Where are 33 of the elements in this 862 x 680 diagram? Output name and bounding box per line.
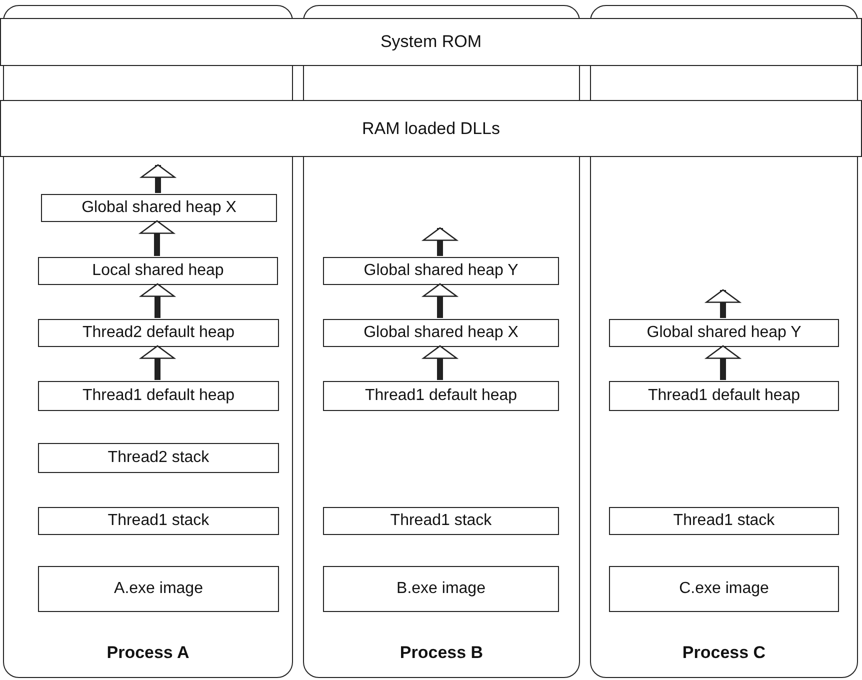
- process-label: Process A: [106, 643, 190, 663]
- memory-region: Thread2 stack: [38, 443, 279, 473]
- memory-region: Global shared heap X: [323, 319, 559, 347]
- memory-region: Thread1 default heap: [38, 381, 279, 411]
- process-column: [590, 5, 858, 678]
- memory-region: Thread1 default heap: [609, 381, 839, 411]
- memory-region: Thread1 stack: [609, 507, 839, 535]
- process-column: [303, 5, 580, 678]
- memory-band: System ROM: [0, 18, 862, 66]
- memory-region: Global shared heap Y: [323, 257, 559, 285]
- memory-region: B.exe image: [323, 566, 559, 612]
- arrow: [706, 345, 740, 380]
- memory-region: Thread2 default heap: [38, 319, 279, 347]
- process-label: Process C: [681, 643, 767, 663]
- arrow: [140, 164, 176, 193]
- arrow: [706, 289, 740, 318]
- memory-region: Local shared heap: [38, 257, 278, 285]
- arrow: [422, 227, 458, 256]
- arrow: [422, 283, 458, 318]
- arrow: [422, 345, 458, 380]
- arrow: [140, 220, 174, 256]
- process-column: [3, 5, 293, 678]
- memory-region: Thread1 stack: [38, 507, 279, 535]
- memory-region: Thread1 default heap: [323, 381, 559, 411]
- memory-region: C.exe image: [609, 566, 839, 612]
- process-label: Process B: [398, 643, 484, 663]
- arrow: [140, 283, 175, 318]
- memory-region: Global shared heap Y: [609, 319, 839, 347]
- memory-band: RAM loaded DLLs: [0, 100, 862, 157]
- arrow: [140, 345, 175, 380]
- memory-region: A.exe image: [38, 566, 279, 612]
- memory-region: Global shared heap X: [41, 194, 277, 222]
- memory-region: Thread1 stack: [323, 507, 559, 535]
